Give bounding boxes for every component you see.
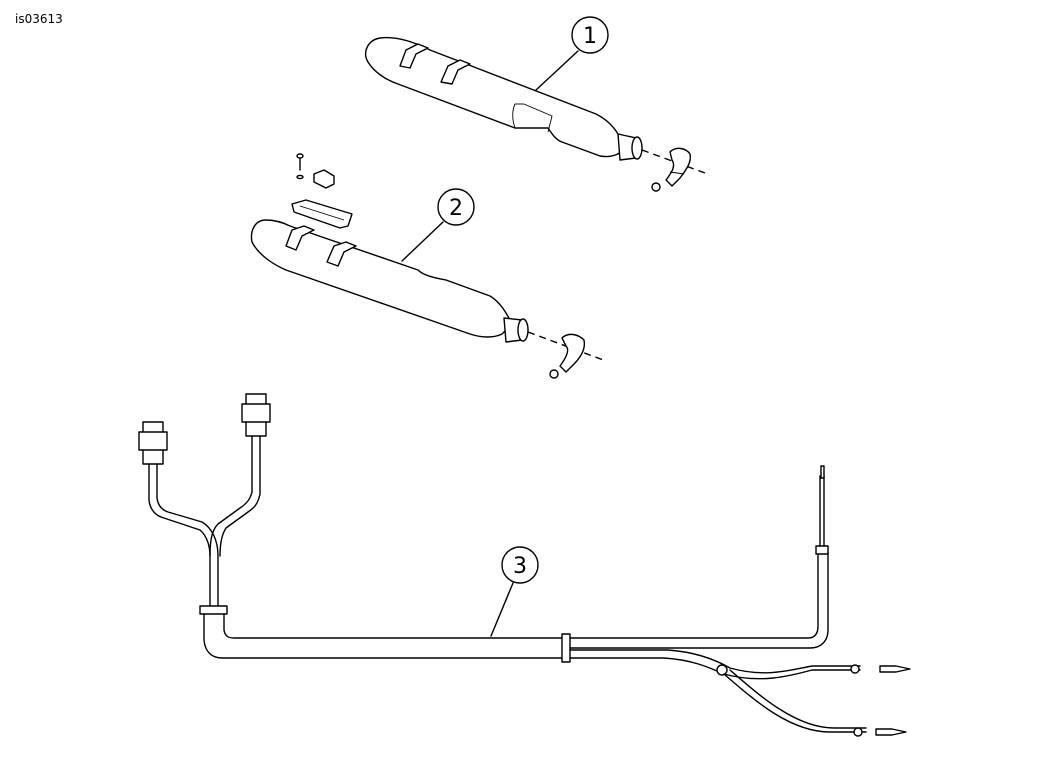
- figure-id-label: is03613: [15, 12, 63, 26]
- callout-3-number: 3: [513, 554, 527, 579]
- callout-1: 1: [535, 16, 609, 91]
- callout-2-number: 2: [449, 196, 463, 221]
- callout-3: 3: [490, 546, 539, 637]
- wiring-harness: [138, 393, 911, 737]
- callout-1-number: 1: [583, 24, 597, 49]
- muffler-upper: [364, 36, 706, 192]
- callout-2: 2: [401, 188, 475, 262]
- muffler-lower: [250, 153, 607, 379]
